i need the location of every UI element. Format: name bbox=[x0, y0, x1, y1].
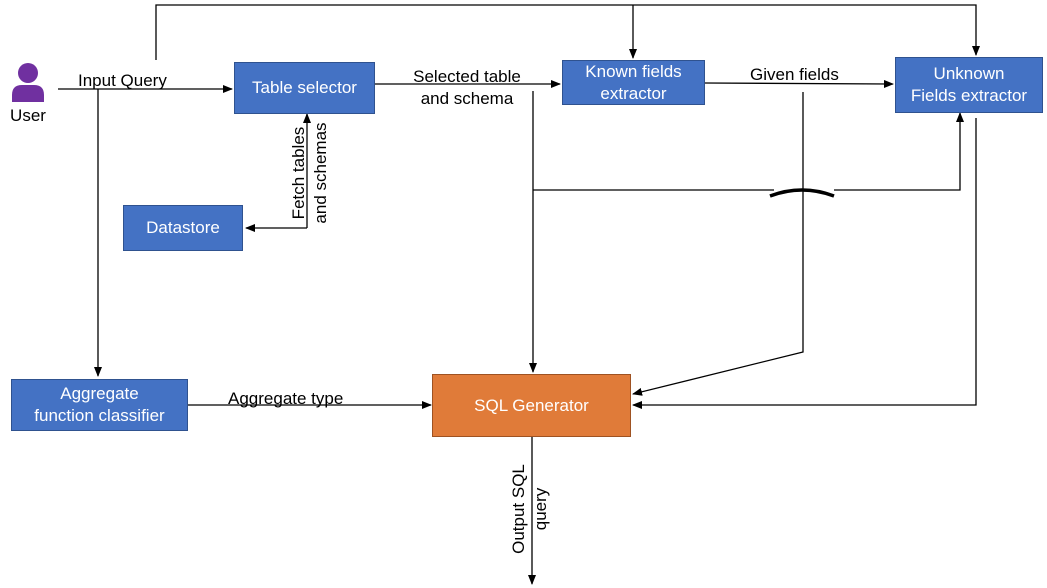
sql-generator-node: SQL Generator bbox=[432, 374, 631, 437]
selected-table-label: Selected table and schema bbox=[413, 67, 521, 108]
fetch-tables-label: Fetch tables and schemas bbox=[289, 122, 330, 224]
output-sql-label: Output SQL query bbox=[509, 464, 550, 554]
edge-given-fields bbox=[704, 79, 894, 88]
unknown-fields-extractor-node: Unknown Fields extractor bbox=[895, 57, 1043, 113]
line-hop bbox=[769, 188, 835, 198]
known-fields-extractor-node: Known fields extractor bbox=[562, 60, 705, 105]
given-fields-label: Given fields bbox=[750, 65, 839, 84]
datastore-node: Datastore bbox=[123, 205, 243, 251]
input-query-label: Input Query bbox=[78, 71, 167, 90]
edge-top-bus bbox=[155, 4, 980, 60]
user-label: User bbox=[10, 106, 46, 125]
table-selector-node: Table selector bbox=[234, 62, 375, 114]
aggregate-classifier-node: Aggregate function classifier bbox=[11, 379, 188, 431]
aggregate-type-label: Aggregate type bbox=[228, 389, 344, 408]
user-icon bbox=[12, 63, 44, 102]
edge-given-to-sql bbox=[632, 92, 804, 396]
edge-unknown-to-sql bbox=[632, 118, 977, 409]
edge-schema-branch-b bbox=[834, 112, 964, 191]
